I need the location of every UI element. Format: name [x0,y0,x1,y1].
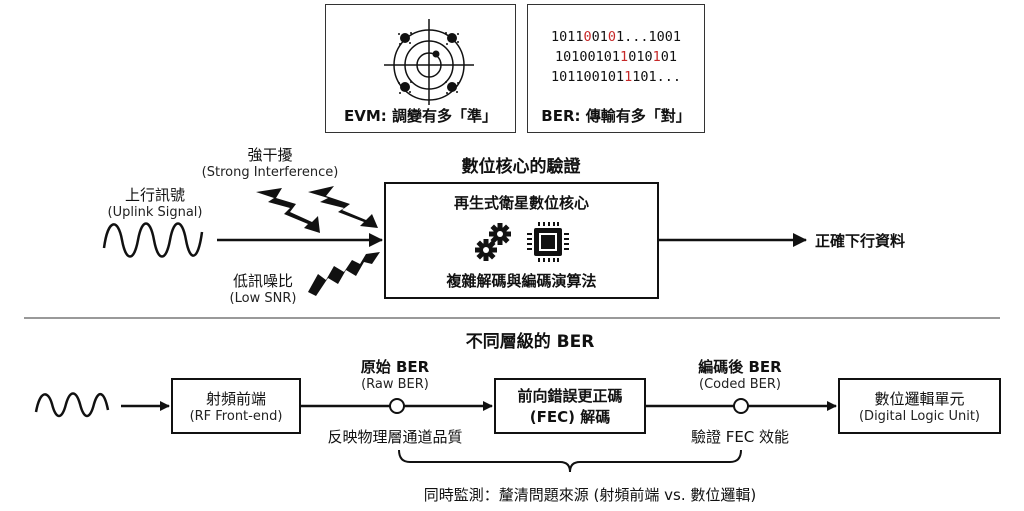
low-snr-label-zh: 低訊噪比 [232,272,293,290]
error-bit: 1 [624,69,633,85]
core-box-subtitle: 複雜解碼與編碼演算法 [446,272,597,290]
core-box-title: 再生式衛星數位核心 [453,194,589,212]
dlu-box-en: (Digital Logic Unit) [858,409,980,424]
raw-ber-zh: 原始 BER [360,358,430,376]
coded-ber-note: 驗證 FEC 效能 [690,428,790,446]
chip-icon [526,221,569,262]
rf-box-en: (RF Front-end) [189,409,283,424]
interference-lightning-icon [256,186,378,233]
evm-panel: EVM: 調變有多「準」 [325,4,516,133]
raw-ber-probe [389,398,405,414]
bit-segment: 01 [591,29,608,45]
coded-ber-label: 編碼後 BER (Coded BER) [675,356,805,392]
evm-caption: EVM: 調變有多「準」 [343,107,497,125]
error-bit: 1 [652,49,661,65]
raw-ber-en: (Raw BER) [361,377,429,392]
constellation-target-icon [384,19,474,105]
bit-segment: 101... [632,69,682,85]
low-snr-label-en: (Low SNR) [229,291,297,306]
bit-row: 1011001011101... [528,67,704,87]
dlu-box-zh: 數位邏輯單元 [874,390,965,408]
uplink-label-zh: 上行訊號 [124,186,185,204]
bit-segment: 01 [660,49,677,65]
interference-label-en: (Strong Interference) [201,165,339,180]
input-wave-icon [34,392,110,418]
satellite-core-box: 再生式衛星數位核心 [384,182,659,299]
coded-ber-zh: 編碼後 BER [698,358,782,376]
bit-segment: 1...1001 [616,29,682,45]
coded-ber-probe [733,398,749,414]
uplink-label: 上行訊號 (Uplink Signal) [90,184,220,220]
uplink-wave-icon [102,222,204,258]
coded-ber-en: (Coded BER) [699,377,781,392]
bit-segment: 10100101 [555,49,621,65]
low-snr-lightning-icon [308,252,380,296]
digital-logic-unit-box: 數位邏輯單元 (Digital Logic Unit) [838,378,1001,434]
error-bit: 0 [607,29,617,45]
low-snr-label: 低訊噪比 (Low SNR) [218,270,308,306]
ber-caption: BER: 傳輸有多「對」 [541,107,691,125]
uplink-label-en: (Uplink Signal) [107,205,203,220]
bit-row: 101001011010101 [528,47,704,67]
monitoring-summary: 同時監測：釐清問題來源 (射頻前端 vs. 數位邏輯) [423,486,757,504]
interference-label-zh: 強干擾 [247,146,293,164]
fec-box-zh: 前向錯誤更正碼 [517,387,623,405]
bit-segment: 1011 [550,29,584,45]
bit-segment: 010 [628,49,653,65]
output-label: 正確下行資料 [815,232,906,250]
fec-box-en: (FEC) 解碼 [529,408,611,426]
error-bit: 1 [620,49,629,65]
fec-decoder-box: 前向錯誤更正碼 (FEC) 解碼 [494,378,646,434]
raw-ber-note: 反映物理層通道品質 [327,428,463,446]
monitoring-brace [398,449,742,473]
bit-segment: 101100101 [550,69,625,85]
rf-frontend-box: 射頻前端 (RF Front-end) [171,378,301,434]
bit-row: 101100101...1001 [528,27,704,47]
error-bit: 0 [583,29,592,45]
gears-icon [474,222,511,261]
rf-box-zh: 射頻前端 [205,390,266,408]
ber-section-title: 不同層級的 BER [465,332,595,352]
interference-label: 強干擾 (Strong Interference) [195,144,345,180]
core-section-title: 數位核心的驗證 [461,157,581,177]
raw-ber-label: 原始 BER (Raw BER) [330,356,460,392]
